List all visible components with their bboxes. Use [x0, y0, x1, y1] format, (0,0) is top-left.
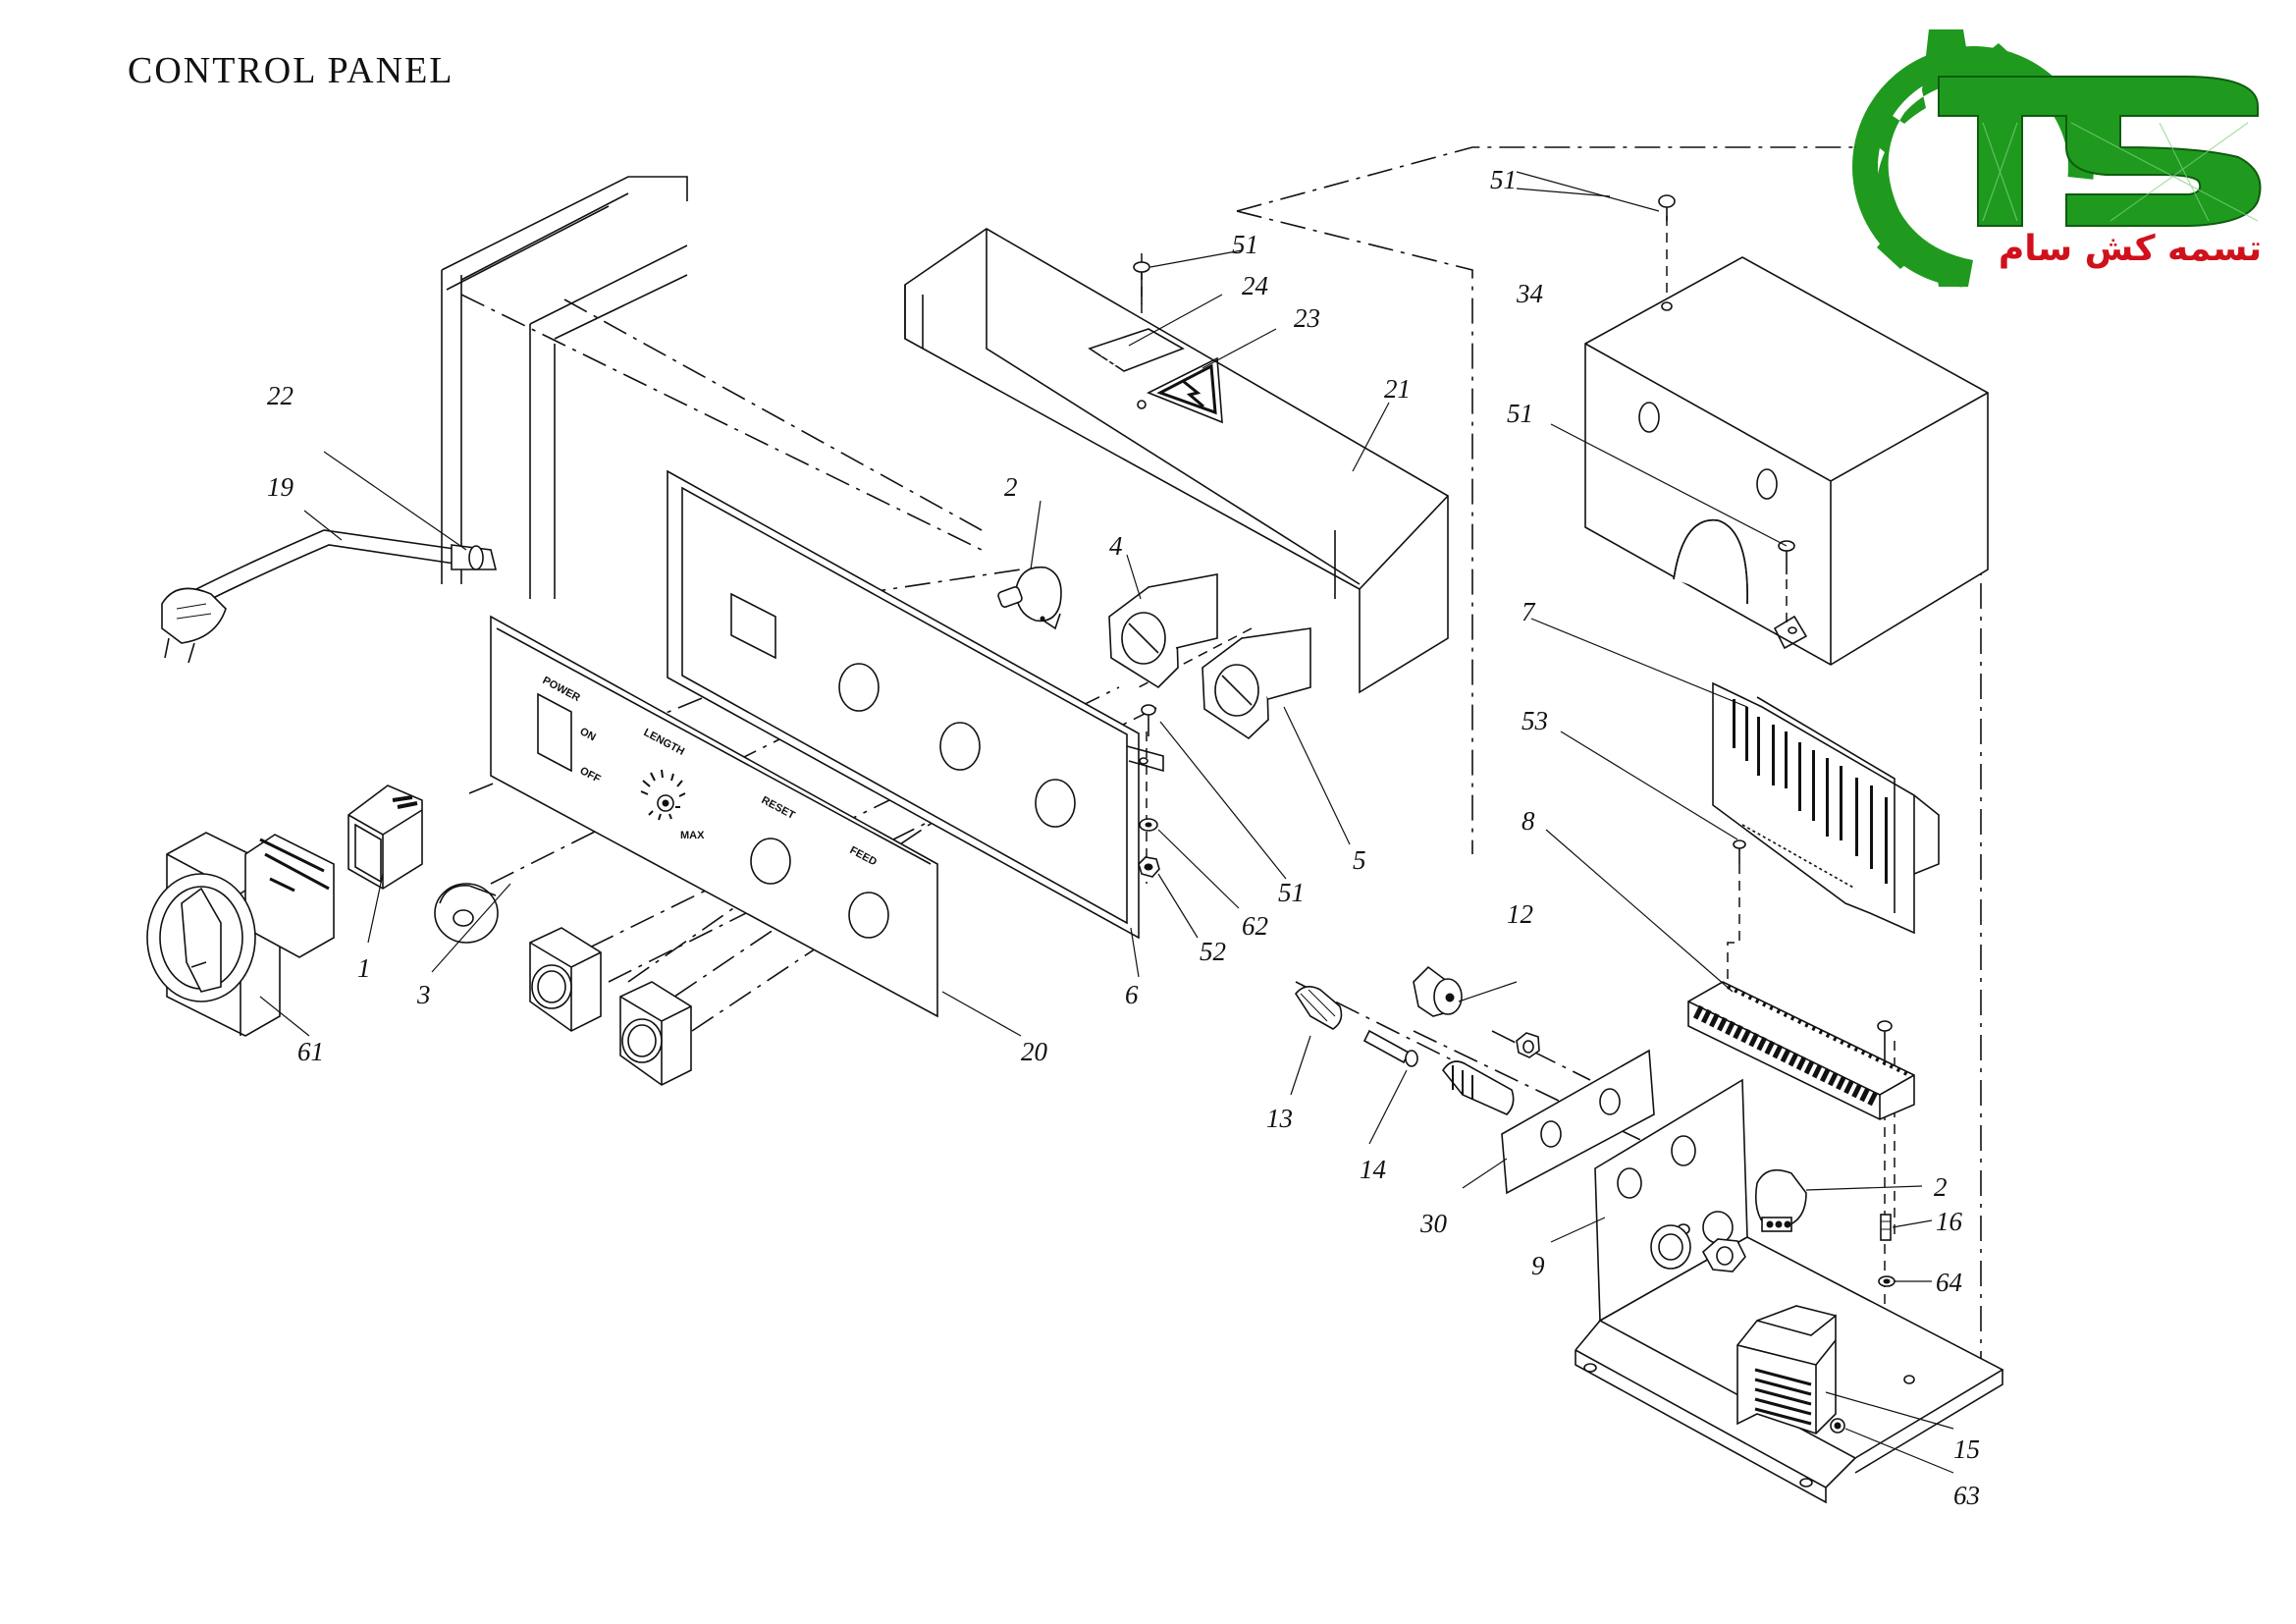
- callout-6: 6: [1125, 980, 1139, 1009]
- lamp-holder-5: [1201, 627, 1311, 740]
- lamp-holder-4: [1108, 573, 1218, 689]
- plug-icon: [161, 587, 227, 664]
- page-title: CONTROL PANEL: [128, 50, 454, 91]
- front-panel-20: POWER ON OFF LENGTH MAX RESET FEED: [490, 615, 938, 1018]
- screw-51-panel: [1141, 704, 1156, 736]
- callout-16: 16: [1936, 1207, 1963, 1236]
- callout-63: 63: [1953, 1481, 1980, 1510]
- callout-2: 2: [1934, 1172, 1948, 1202]
- pcb-7: [1712, 681, 1940, 935]
- callout-15: 15: [1953, 1435, 1980, 1464]
- knob-3: [434, 883, 499, 944]
- knob-12: [1413, 965, 1463, 1017]
- gasket-frame-6: [667, 469, 1164, 940]
- rocker-switch-1: [347, 785, 423, 890]
- ts-letters-icon: [1938, 76, 2262, 227]
- potentiometer-2b: [1754, 1168, 1807, 1232]
- callout-13: 13: [1266, 1104, 1293, 1133]
- callout-24: 24: [1242, 271, 1268, 300]
- screw-51-box-top: [1658, 194, 1676, 221]
- callout-51: 51: [1507, 399, 1533, 428]
- nut-bracket: [1650, 1224, 1746, 1272]
- callout-7: 7: [1522, 597, 1536, 626]
- terminal-strip-8: [1687, 839, 1915, 1120]
- nut-12: [1516, 1032, 1540, 1058]
- transformer-15: [1736, 1305, 1845, 1435]
- warning-label: [1147, 356, 1223, 424]
- power-cord-19: [161, 529, 498, 664]
- fuse-cap-13: [1295, 986, 1343, 1030]
- callout-23: 23: [1294, 303, 1320, 333]
- callout-8: 8: [1522, 806, 1535, 836]
- screw-terminal: [1877, 1020, 1893, 1065]
- washer-64: [1878, 1275, 1896, 1287]
- callout-61: 61: [297, 1037, 324, 1066]
- potentiometer-2a: [997, 566, 1062, 630]
- washer-62: [1139, 818, 1158, 832]
- callout-62: 62: [1242, 911, 1268, 941]
- leader-lines: [259, 171, 1954, 1474]
- feed-button: [619, 981, 692, 1086]
- callout-2: 2: [1004, 472, 1018, 502]
- logo-text: تسمه کش سام: [1999, 229, 2262, 269]
- callouts: 51 24 23 21 2 4 5 51 62 52 6 20 22 19 1 …: [267, 165, 1980, 1510]
- callout-51: 51: [1232, 230, 1258, 259]
- callout-14: 14: [1360, 1155, 1386, 1184]
- callout-1: 1: [357, 953, 371, 983]
- brand-logo: تسمه کش سام: [1852, 29, 2262, 288]
- callout-22: 22: [267, 381, 294, 410]
- callout-34: 34: [1516, 279, 1543, 308]
- screw-51-top: [1133, 261, 1150, 304]
- gear-icon: [1852, 29, 2094, 288]
- callout-4: 4: [1109, 531, 1123, 561]
- cover-21: [904, 228, 1449, 694]
- callout-19: 19: [267, 472, 294, 502]
- callout-21: 21: [1384, 374, 1411, 404]
- rating-plate: [1088, 328, 1185, 372]
- callout-51: 51: [1278, 878, 1305, 907]
- callout-12: 12: [1507, 899, 1533, 929]
- callout-51: 51: [1490, 165, 1517, 194]
- fuse-holder-body: [1442, 1060, 1515, 1115]
- fuse-14: [1362, 1029, 1418, 1067]
- rotary-switch-61: [146, 832, 335, 1037]
- reset-button: [529, 927, 602, 1032]
- callout-53: 53: [1522, 706, 1548, 735]
- callout-3: 3: [416, 980, 431, 1009]
- callout-52: 52: [1200, 937, 1226, 966]
- callout-20: 20: [1021, 1037, 1048, 1066]
- box-34: [1584, 194, 1989, 666]
- callout-64: 64: [1936, 1268, 1962, 1297]
- svg-text:MAX: MAX: [680, 830, 705, 841]
- callout-5: 5: [1353, 845, 1366, 875]
- standoff-16: [1880, 1214, 1892, 1241]
- plate-30: [1501, 1049, 1655, 1195]
- callout-30: 30: [1419, 1209, 1448, 1238]
- nut-52: [1138, 856, 1160, 878]
- machine-frame: [441, 176, 688, 599]
- screw-53: [1733, 839, 1746, 864]
- callout-9: 9: [1531, 1251, 1545, 1280]
